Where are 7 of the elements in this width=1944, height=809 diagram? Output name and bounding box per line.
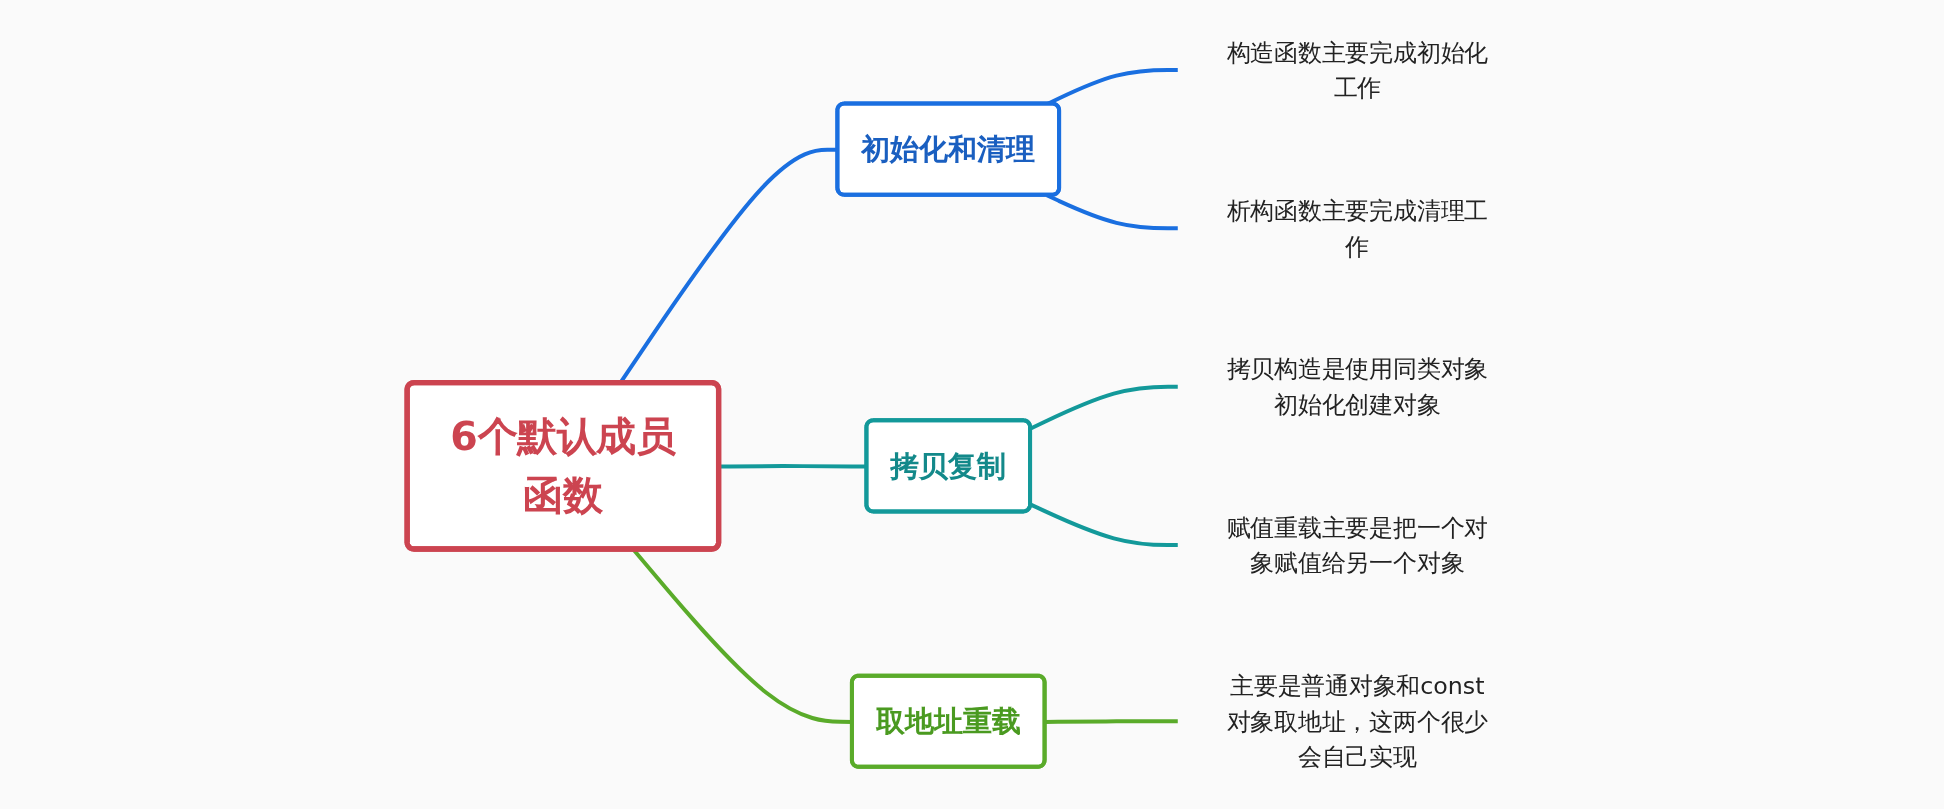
node-text: 构造函数主要完成初始化工作 xyxy=(1226,38,1489,102)
node-text: 主要是普通对象和const对象取地址，这两个很少会自己实现 xyxy=(1226,671,1489,771)
connector xyxy=(1029,502,1178,548)
connector xyxy=(1045,719,1178,724)
node-text: 析构函数主要完成清理工作 xyxy=(1226,196,1489,260)
node-text: 拷贝构造是使用同类对象初始化创建对象 xyxy=(1226,355,1489,419)
node-text: 赋值重载主要是把一个对象赋值给另一个对象 xyxy=(1226,513,1489,577)
